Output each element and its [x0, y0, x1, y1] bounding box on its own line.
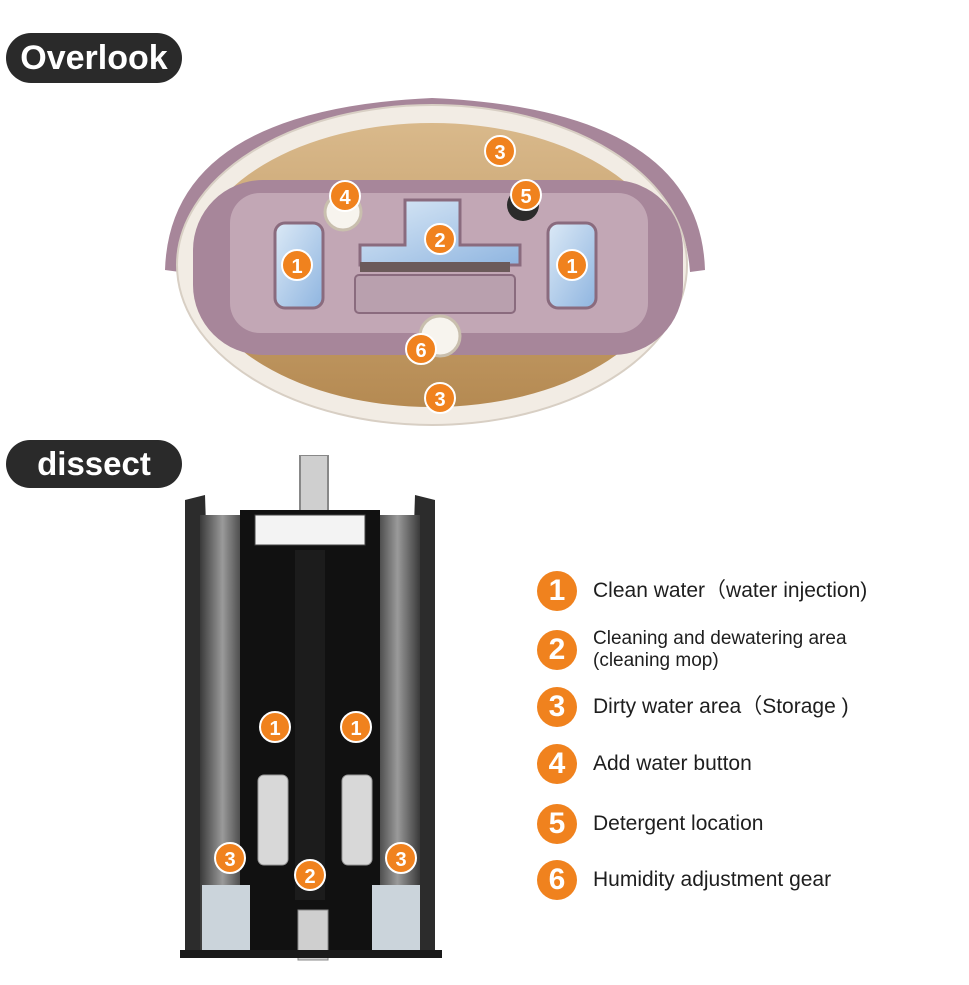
- overlook-badge: 2: [424, 223, 456, 255]
- dirty-water-right: [372, 885, 420, 955]
- legend-label: Clean water（water injection): [593, 579, 868, 602]
- legend-item: 4 Add water button: [537, 744, 752, 784]
- legend-item: 6 Humidity adjustment gear: [537, 860, 831, 900]
- legend-label: Detergent location: [593, 812, 764, 835]
- svg-text:1: 1: [350, 718, 361, 740]
- overlook-badge: 4: [329, 180, 361, 212]
- legend-item: 2 Cleaning and dewatering area (cleaning…: [537, 628, 847, 672]
- dissect-badge: 2: [294, 859, 326, 891]
- clean-water-tank-left: [257, 774, 289, 866]
- dissect-badge: 3: [385, 842, 417, 874]
- svg-text:1: 1: [291, 256, 302, 278]
- dissect-badge: 3: [214, 842, 246, 874]
- legend-number: 5: [537, 804, 577, 844]
- overlook-badge: 3: [484, 135, 516, 167]
- bucket-top-view: 3 4 5 2 1 1 6 3: [165, 98, 705, 426]
- legend-label-line: Cleaning and dewatering area: [593, 628, 847, 649]
- legend-label: Dirty water area（Storage ): [593, 695, 849, 718]
- svg-text:2: 2: [304, 866, 315, 888]
- dissect-heading: dissect: [6, 440, 182, 488]
- legend-item: 3 Dirty water area（Storage ): [537, 687, 849, 727]
- legend-number: 2: [537, 630, 577, 670]
- overlook-badge: 1: [556, 249, 588, 281]
- svg-text:4: 4: [339, 187, 351, 209]
- svg-text:3: 3: [395, 849, 406, 871]
- svg-text:2: 2: [434, 230, 445, 252]
- svg-text:1: 1: [566, 256, 577, 278]
- overlook-badge: 6: [405, 333, 437, 365]
- svg-text:1: 1: [269, 718, 280, 740]
- legend-label: Add water button: [593, 752, 752, 775]
- svg-text:5: 5: [520, 186, 531, 208]
- overlook-badge: 1: [281, 249, 313, 281]
- svg-text:6: 6: [415, 340, 426, 362]
- legend-item: 1 Clean water（water injection): [537, 571, 867, 611]
- svg-text:3: 3: [434, 389, 445, 411]
- legend-label-line: (cleaning mop): [593, 650, 719, 671]
- dissect-badge: 1: [340, 711, 372, 743]
- legend-number: 1: [537, 571, 577, 611]
- clean-water-tank-right: [341, 774, 373, 866]
- bucket-cross-section: 1 1 3 2 3: [180, 455, 442, 961]
- dirty-water-left: [202, 885, 250, 955]
- legend-item: 5 Detergent location: [537, 804, 763, 844]
- legend-label: Cleaning and dewatering area (cleaning m…: [593, 628, 847, 672]
- svg-text:3: 3: [494, 142, 505, 164]
- overlook-badge: 3: [424, 382, 456, 414]
- legend-label: Humidity adjustment gear: [593, 868, 832, 891]
- overlook-badge: 5: [510, 179, 542, 211]
- dissect-badge: 1: [259, 711, 291, 743]
- legend-number: 3: [537, 687, 577, 727]
- legend-number: 6: [537, 860, 577, 900]
- legend-number: 4: [537, 744, 577, 784]
- overlook-heading: Overlook: [6, 33, 182, 83]
- svg-text:3: 3: [224, 849, 235, 871]
